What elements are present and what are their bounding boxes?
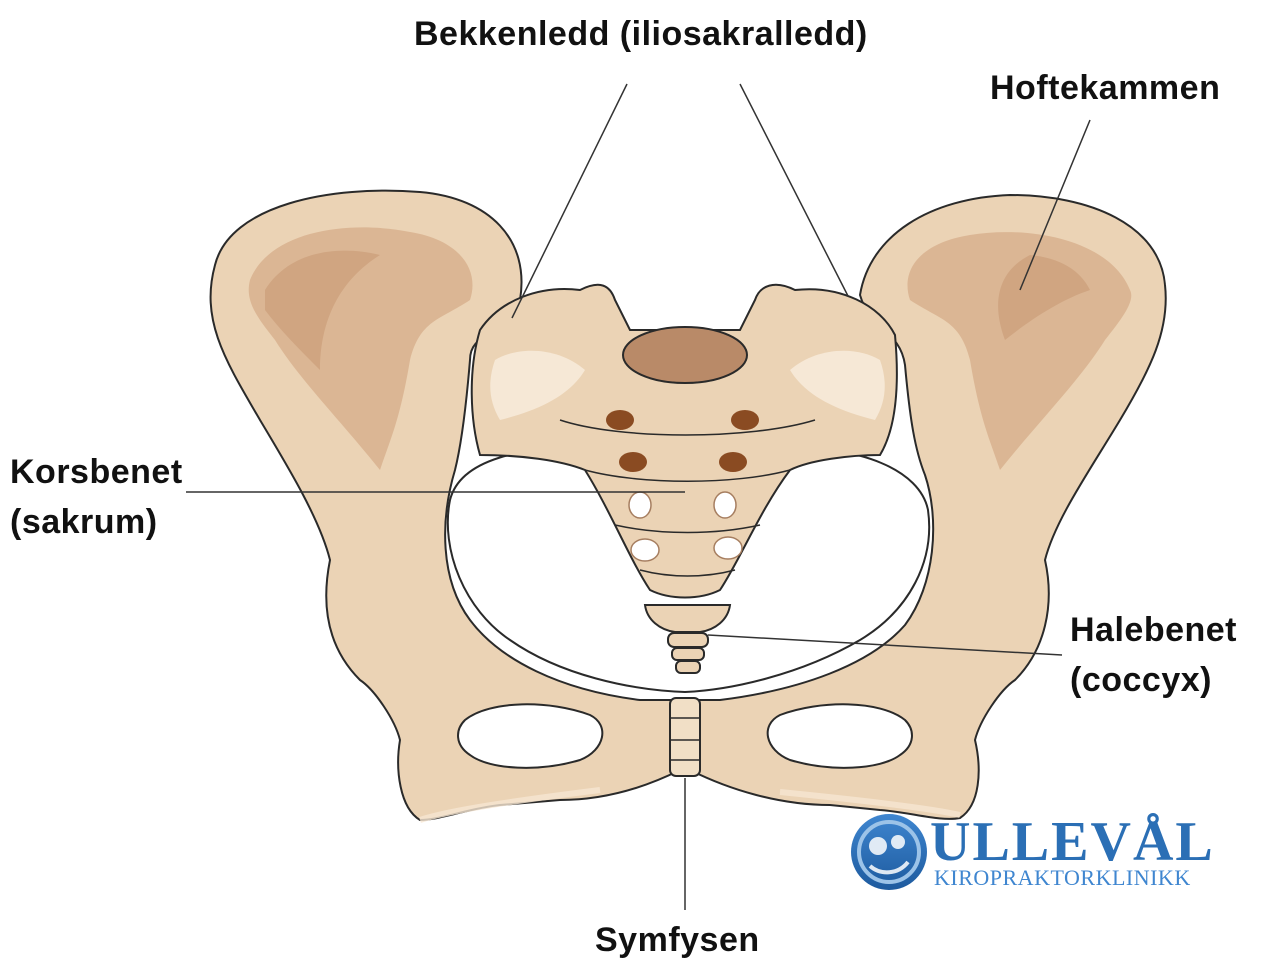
right-obturator-foramen (768, 704, 912, 767)
sacral-foramen (629, 492, 651, 518)
sacral-foramen (714, 537, 742, 559)
sacral-foramen (631, 539, 659, 561)
label-si-joint: Bekkenledd (iliosakralledd) (414, 14, 868, 54)
sacral-foramen (719, 452, 747, 472)
label-iliac-crest: Hoftekammen (990, 68, 1220, 108)
label-coccyx-line1: Halebenet (1070, 610, 1237, 650)
leader-si-right (740, 84, 848, 296)
sacral-foramen (606, 410, 634, 430)
label-sacrum-line1: Korsbenet (10, 452, 183, 492)
label-coccyx-line2: (coccyx) (1070, 660, 1212, 700)
ulleval-logo (851, 814, 927, 890)
logo-name: ULLEVÅL (930, 812, 1215, 872)
label-sacrum-line2: (sakrum) (10, 502, 158, 542)
sacral-foramen (619, 452, 647, 472)
sacral-foramen (731, 410, 759, 430)
sacral-foramen (714, 492, 736, 518)
pubic-symphysis (670, 698, 700, 776)
label-symphysis: Symfysen (595, 920, 760, 960)
left-obturator-foramen (458, 704, 602, 767)
leader-si-left (512, 84, 627, 318)
logo-subtitle: KIROPRAKTORKLINIKK (934, 866, 1191, 890)
sacral-canal (623, 327, 747, 383)
logo-emblem-icon (851, 814, 927, 890)
